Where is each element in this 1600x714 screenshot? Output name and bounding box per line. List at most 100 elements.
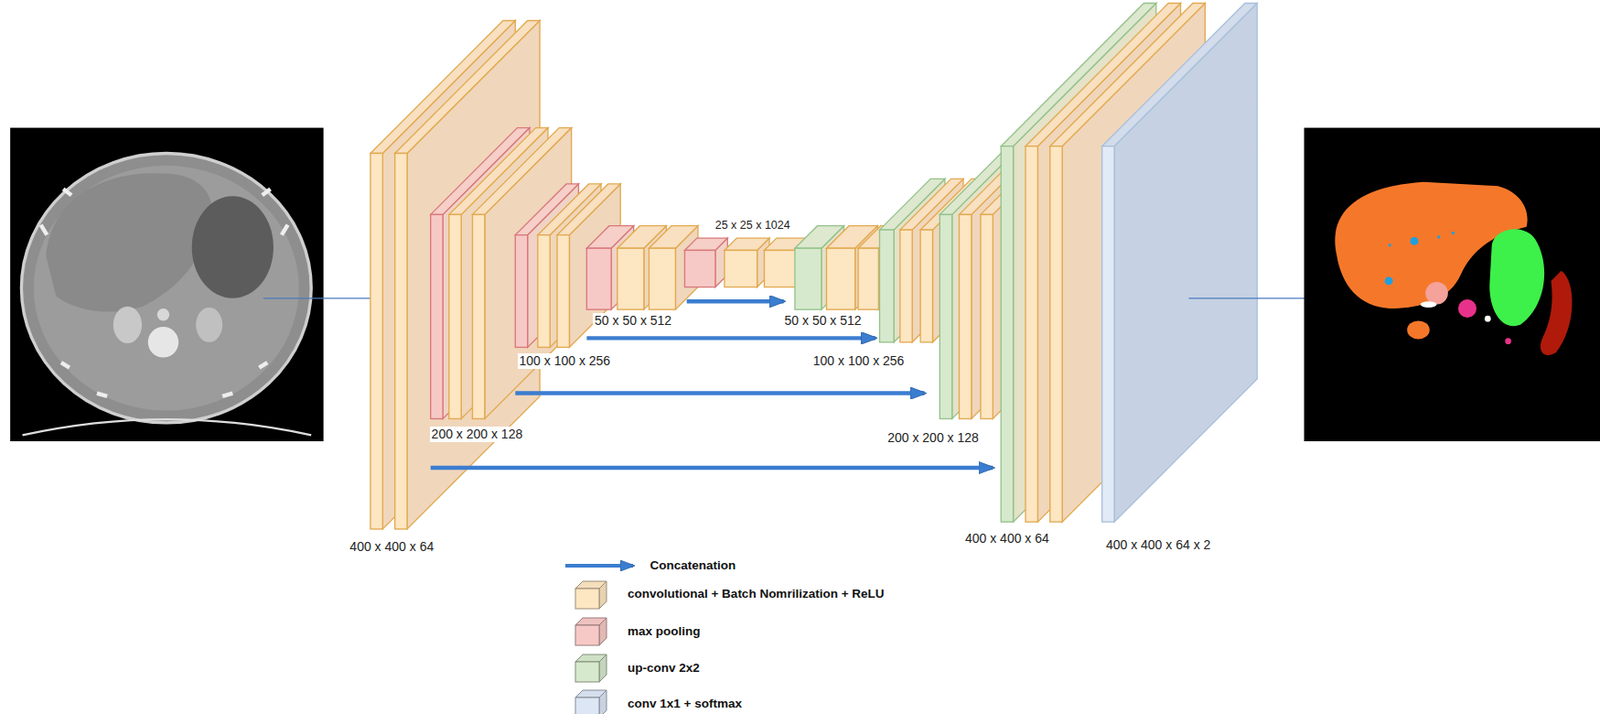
concatenation-arrow <box>430 465 994 470</box>
layer-front <box>1000 146 1013 522</box>
dimension-label: 400 x 400 x 64 x 2 <box>1104 536 1213 553</box>
layer-front <box>648 247 676 310</box>
dimension-label: 100 x 100 x 256 <box>811 353 907 369</box>
legend-text: conv 1x1 + softmax <box>627 696 742 711</box>
maxpool-layer <box>684 237 728 288</box>
swatch-top <box>575 617 607 625</box>
skip-connections <box>430 300 994 468</box>
legend-swatch <box>574 653 628 683</box>
layer-front <box>472 214 484 419</box>
legend-row: max pooling <box>574 616 701 646</box>
layer-front <box>858 247 879 310</box>
legend-row: up-conv 2x2 <box>574 653 700 683</box>
aorta <box>157 308 170 321</box>
legend-swatch <box>574 579 628 610</box>
swatch-front <box>575 624 600 645</box>
legend-row: convolutional + Batch Nomrilization + Re… <box>574 579 885 610</box>
layer-front <box>939 214 952 419</box>
layer-side <box>1114 3 1257 523</box>
vessel-mask <box>1504 337 1512 344</box>
dimension-label: 400 x 400 x 64 <box>347 538 436 555</box>
conv-layer <box>724 237 770 288</box>
legend-arrow-sample <box>563 550 651 580</box>
layer-front <box>880 229 895 343</box>
dimension-label: 50 x 50 x 512 <box>783 312 864 329</box>
layer-front <box>537 235 550 348</box>
legend-swatch <box>574 616 628 646</box>
liver-mask <box>1406 320 1430 339</box>
ribs <box>41 189 289 397</box>
legend-text: Concatenation <box>650 558 737 573</box>
stomach <box>192 195 274 299</box>
legend-swatch <box>574 688 628 714</box>
swatch-front <box>575 661 600 682</box>
scanner-table <box>22 418 312 435</box>
swatch-front <box>575 588 600 609</box>
layer-top <box>1102 3 1258 147</box>
layer-front <box>1102 146 1115 522</box>
layer-front <box>1025 146 1038 522</box>
aorta-mask <box>1425 281 1449 305</box>
kidney <box>195 307 223 343</box>
layer-front <box>794 247 822 310</box>
legend-text: max pooling <box>627 623 701 639</box>
concatenation-arrow <box>515 390 924 395</box>
arrow-sample <box>565 563 634 568</box>
lesion-mask <box>1388 243 1392 247</box>
concatenation-arrow <box>586 335 876 340</box>
layer-front <box>920 229 933 343</box>
spleen-mask <box>1489 228 1545 326</box>
layer-front <box>449 214 462 419</box>
layer-front <box>763 249 797 287</box>
legend-text: up-conv 2x2 <box>627 660 700 676</box>
layer-front <box>900 229 913 343</box>
layer-front <box>515 235 527 348</box>
swatch-top <box>575 654 607 662</box>
layer-front <box>370 152 383 528</box>
conv-layer <box>472 128 571 419</box>
body-tissue <box>33 165 300 411</box>
lesion-mask <box>1437 235 1440 238</box>
network-layers <box>370 3 1257 529</box>
body-outline <box>21 152 312 422</box>
layer-front <box>826 247 856 310</box>
layer-front <box>724 249 758 287</box>
image-ground <box>10 128 323 441</box>
legend-row: conv 1x1 + softmax <box>574 688 742 714</box>
concatenation-arrow <box>687 299 784 303</box>
ct-input-image <box>10 128 323 441</box>
layer-top <box>724 237 770 250</box>
dimension-label: 200 x 200 x 128 <box>885 429 981 446</box>
swatch-top <box>575 689 607 698</box>
layer-top <box>684 237 728 250</box>
dimension-label: 200 x 200 x 128 <box>429 426 526 442</box>
layer-front <box>617 247 645 310</box>
layer-front <box>586 247 612 310</box>
layer-front <box>430 214 443 419</box>
kidney-mask <box>1540 270 1573 355</box>
image-ground <box>1304 128 1600 441</box>
vessel-mask <box>1458 299 1477 318</box>
layer-front <box>395 152 408 528</box>
kidney <box>113 306 142 344</box>
dimension-label: 25 x 25 x 1024 <box>713 218 793 233</box>
layer-front <box>557 235 570 348</box>
bone-mask <box>1420 300 1438 308</box>
dimension-label: 50 x 50 x 512 <box>592 312 674 329</box>
lesion-mask <box>1385 276 1394 285</box>
output-arrow <box>1188 297 1322 299</box>
swatch-top <box>575 580 607 589</box>
lesion-mask <box>1451 231 1455 235</box>
legend-row: Concatenation <box>563 550 737 580</box>
softmax-layer <box>1102 3 1258 523</box>
layer-front <box>980 214 993 419</box>
layer-side <box>407 20 540 528</box>
segmentation-output-image <box>1304 128 1600 441</box>
spine <box>148 326 179 357</box>
lesion-mask <box>1410 236 1419 246</box>
dimension-label: 400 x 400 x 64 <box>963 530 1052 547</box>
layer-front <box>684 249 715 287</box>
layer-front <box>1050 146 1063 522</box>
legend-text: convolutional + Batch Nomrilization + Re… <box>627 586 885 602</box>
